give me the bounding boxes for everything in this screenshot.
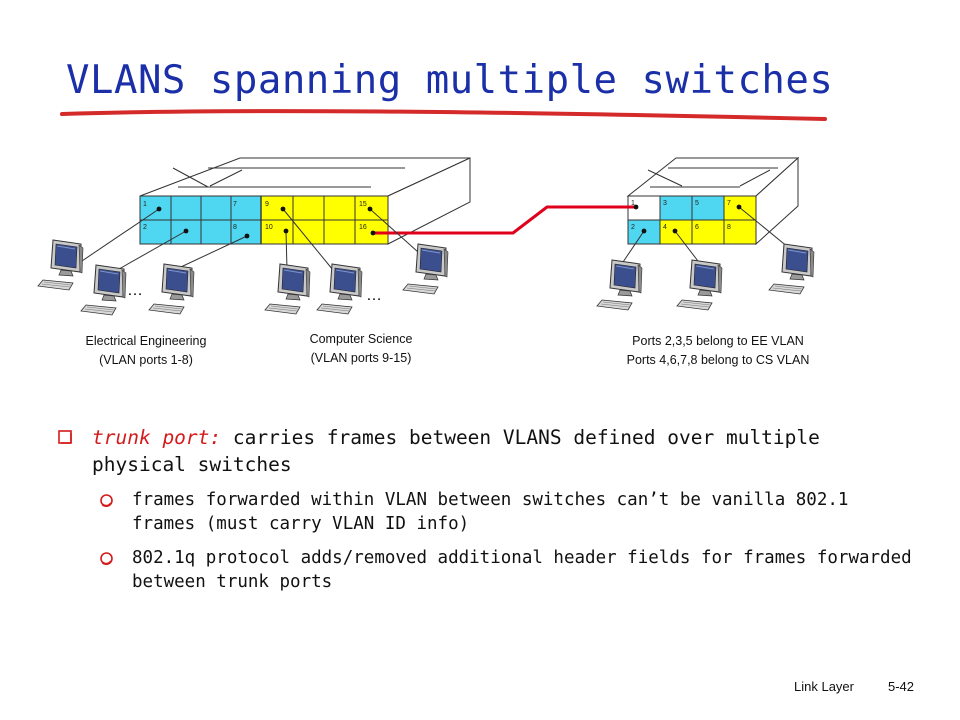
host-cables-left — [75, 208, 419, 274]
ee-group-ports: (VLAN ports 1-8) — [99, 353, 193, 367]
page-title: VLANS spanning multiple switches — [66, 58, 834, 103]
port-label: 5 — [695, 200, 699, 207]
host-computer-icon — [316, 263, 363, 315]
port-label: 6 — [695, 224, 699, 231]
circle-bullet-icon — [100, 494, 113, 507]
right-switch-caption-line1: Ports 2,3,5 belong to EE VLAN — [632, 334, 804, 348]
sub-bullet-text: 802.1q protocol adds/removed additional … — [132, 548, 912, 592]
port-dots-left — [156, 206, 376, 239]
host-computer-icon — [148, 263, 195, 315]
host-computer-icon — [80, 264, 127, 316]
switch-right-port-5 — [691, 195, 725, 221]
title-underline — [60, 109, 827, 121]
port-label: 10 — [265, 224, 273, 231]
host-computer-icon — [264, 263, 311, 315]
switch-right-port-6 — [691, 219, 725, 245]
host-computer-icon — [768, 243, 815, 295]
cs-group-label: Computer Science — [310, 332, 413, 346]
port-label: 16 — [359, 224, 367, 231]
ee-group-label: Electrical Engineering — [86, 334, 207, 348]
footer-page-number: 5-42 — [888, 679, 915, 694]
switch-left: 1 7 9 15 2 8 10 16 — [139, 157, 471, 245]
port-label: 8 — [727, 224, 731, 231]
switch-right-port-8 — [723, 219, 757, 245]
port-dots-right — [633, 204, 742, 234]
circle-bullet-icon — [100, 552, 113, 565]
more-hosts-ellipsis: … — [366, 287, 382, 304]
trunk-port-text: carries frames between VLANS defined ove… — [92, 426, 820, 476]
cs-group-ports: (VLAN ports 9-15) — [311, 351, 412, 365]
host-computer-icon — [402, 243, 449, 295]
sub-bullet-text: frames forwarded within VLAN between swi… — [132, 490, 849, 534]
port-label: 9 — [265, 201, 269, 208]
host-computer-icon — [596, 259, 643, 311]
port-label: 4 — [663, 224, 667, 231]
more-hosts-ellipsis: … — [127, 282, 143, 299]
port-label: 7 — [233, 201, 237, 208]
footer-section: Link Layer — [794, 679, 854, 694]
port-label: 7 — [727, 200, 731, 207]
port-label: 1 — [631, 200, 635, 207]
trunk-port-term: trunk port: — [92, 426, 222, 449]
port-label: 2 — [631, 224, 635, 231]
port-label: 1 — [143, 201, 147, 208]
right-switch-caption-line2: Ports 4,6,7,8 belong to CS VLAN — [627, 353, 810, 367]
sub-bullet-vlan-id: frames forwarded within VLAN between swi… — [58, 488, 918, 536]
bullet-list: trunk port: carries frames between VLANS… — [58, 424, 918, 594]
switch-right: 1 3 5 7 2 4 6 8 — [626, 156, 800, 246]
port-label: 2 — [143, 224, 147, 231]
checkbox-bullet-icon — [58, 430, 72, 444]
trunk-link — [373, 205, 636, 235]
port-label: 3 — [663, 200, 667, 207]
port-label: 8 — [233, 224, 237, 231]
bullet-trunk-port: trunk port: carries frames between VLANS… — [58, 424, 918, 478]
port-label: 15 — [359, 201, 367, 208]
host-computer-icon — [37, 239, 84, 291]
host-computer-icon — [676, 259, 723, 311]
sub-bullet-8021q: 802.1q protocol adds/removed additional … — [58, 546, 918, 594]
